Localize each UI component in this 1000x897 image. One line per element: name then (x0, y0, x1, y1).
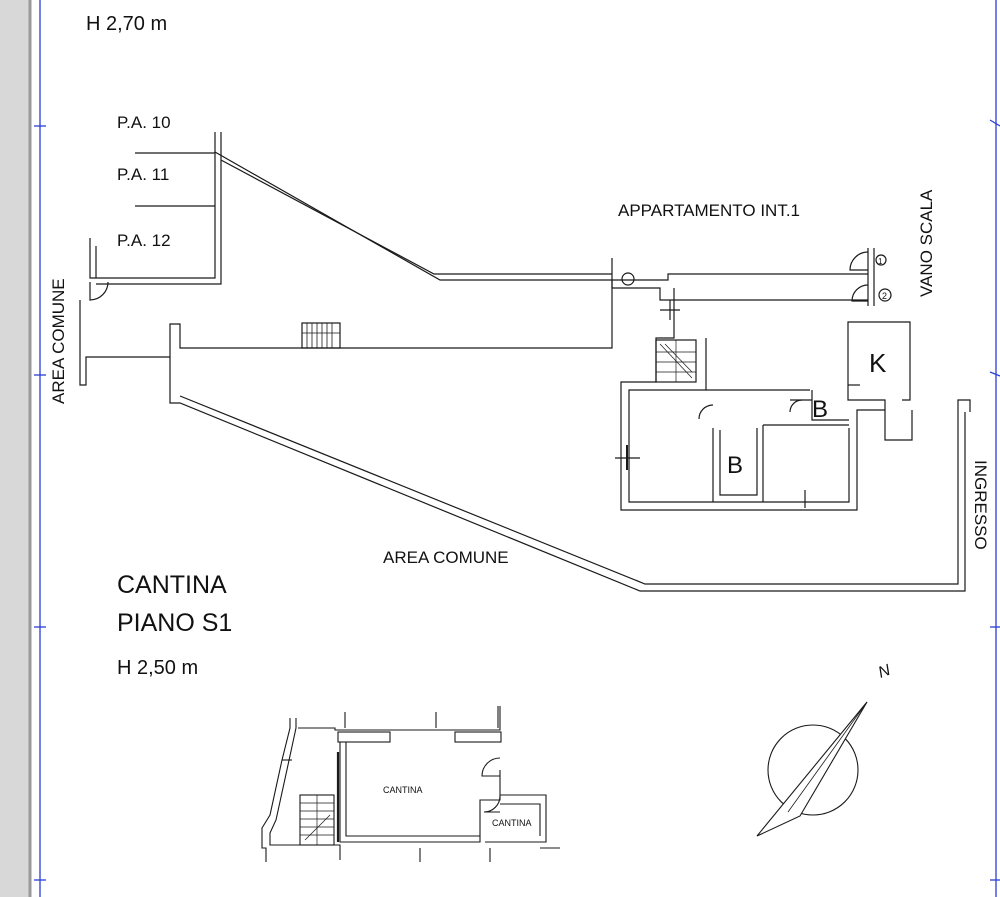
basement-plan (261, 706, 560, 862)
column-circle (621, 272, 635, 286)
ground-floor-plan (79, 132, 971, 592)
basement-title-line1: CANTINA (117, 571, 227, 599)
apartment-outline (620, 288, 911, 511)
basement-title-line2: PIANO S1 (117, 609, 232, 637)
parking-label-11: P.A. 11 (117, 165, 169, 184)
ground-floor-height: H 2,70 m (86, 13, 167, 35)
apartment-label: APPARTAMENTO INT.1 (618, 201, 800, 220)
north-arrow-icon (756, 701, 868, 837)
left-margin (0, 0, 30, 897)
stair-label: VANO SCALA (917, 189, 936, 297)
door-swing (789, 399, 803, 413)
door-number-marker (875, 254, 887, 266)
blue-frame (34, 0, 1000, 897)
door-swing (483, 795, 501, 813)
driveway-outline (169, 151, 966, 592)
north-letter: N (876, 662, 893, 682)
door-number-marker (878, 288, 892, 302)
parking-block-wall (89, 132, 216, 279)
wall-segment (337, 731, 391, 743)
door-swing (698, 404, 714, 420)
ramp-steps (301, 322, 341, 349)
kitchen-label: K (869, 348, 887, 378)
bathroom-label-lower: B (727, 452, 743, 479)
door-swing (849, 251, 869, 271)
parking-label-10: P.A. 10 (117, 113, 171, 132)
wall-segment (454, 731, 502, 743)
basement-height: H 2,50 m (117, 657, 198, 679)
entrance-label: INGRESSO (971, 460, 990, 550)
door-number-2: 2 (882, 291, 887, 301)
door-swing (851, 284, 869, 302)
door-swing (481, 757, 501, 777)
door-number-1: 1 (878, 257, 883, 266)
cellar-label-main: CANTINA (383, 785, 423, 795)
door-swing (89, 281, 109, 301)
cellar-label-small: CANTINA (492, 818, 532, 828)
parking-label-12: P.A. 12 (117, 231, 171, 250)
left-common-wall (79, 300, 170, 386)
area-comune-left-label: AREA COMUNE (49, 278, 68, 404)
area-comune-bottom-label: AREA COMUNE (383, 548, 509, 567)
bathroom-label-upper: B (812, 396, 828, 423)
